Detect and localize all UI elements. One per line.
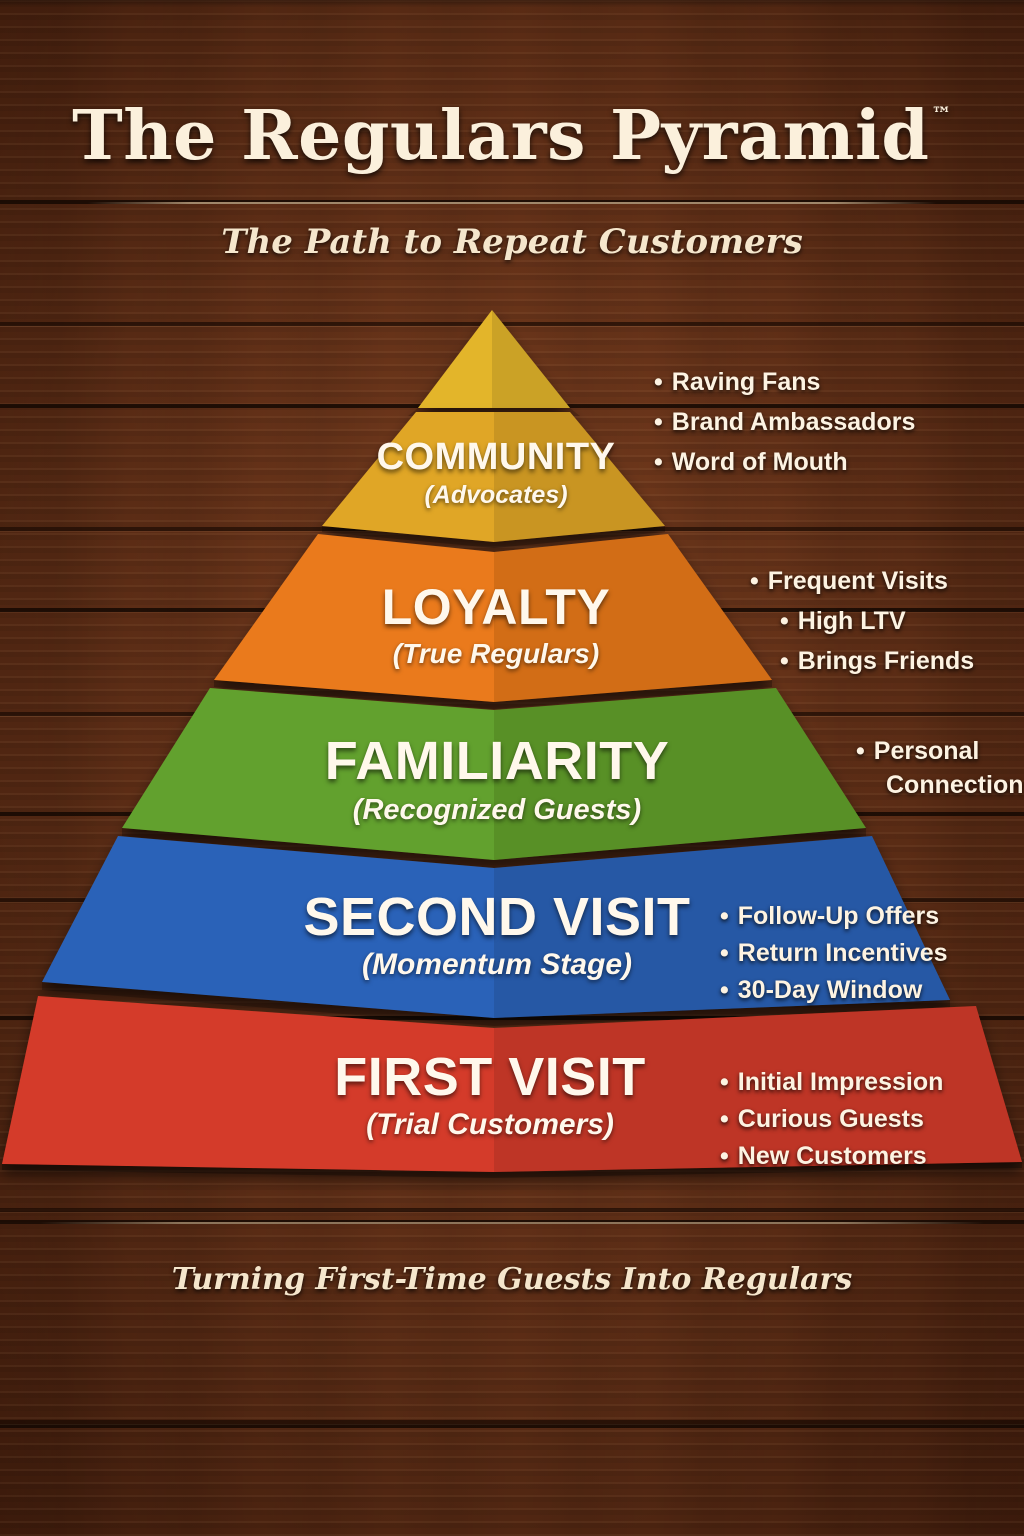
bullet-item: Brand Ambassadors [654, 402, 915, 442]
tier-familiarity-bullets: Personal Connection [856, 734, 1024, 802]
bullet-item: 30-Day Window [720, 972, 948, 1009]
bullet-item: Return Incentives [720, 935, 948, 972]
tier-second-visit-bullets: Follow-Up Offers Return Incentives 30-Da… [720, 898, 948, 1009]
tier-loyalty-bullets: Frequent Visits High LTV Brings Friends [750, 561, 974, 681]
bullet-item: Initial Impression [720, 1064, 943, 1101]
bullet-item: Frequent Visits [750, 561, 974, 601]
bullet-item: Raving Fans [654, 362, 915, 402]
tier-familiarity-label: FAMILIARITY (Recognized Guests) [0, 730, 994, 827]
bullet-item: Personal [856, 734, 1024, 768]
pyramid-peak [408, 310, 580, 416]
bullet-item: Follow-Up Offers [720, 898, 948, 935]
bullet-item: Curious Guests [720, 1101, 943, 1138]
tier-title: FAMILIARITY [0, 730, 994, 792]
tier-first-visit-bullets: Initial Impression Curious Guests New Cu… [720, 1064, 943, 1175]
bullet-item: Brings Friends [780, 641, 974, 681]
bullet-item: Connection [886, 768, 1024, 802]
tier-community-bullets: Raving Fans Brand Ambassadors Word of Mo… [654, 362, 915, 482]
footer-tagline: Turning First-Time Guests Into Regulars [0, 1262, 1024, 1297]
tier-subtitle: (Recognized Guests) [0, 794, 994, 827]
bullet-item: Word of Mouth [654, 442, 915, 482]
bullet-item: New Customers [720, 1138, 943, 1175]
footer-divider [40, 1222, 984, 1224]
bullet-item: High LTV [780, 601, 974, 641]
tier-subtitle: (Advocates) [0, 481, 992, 510]
